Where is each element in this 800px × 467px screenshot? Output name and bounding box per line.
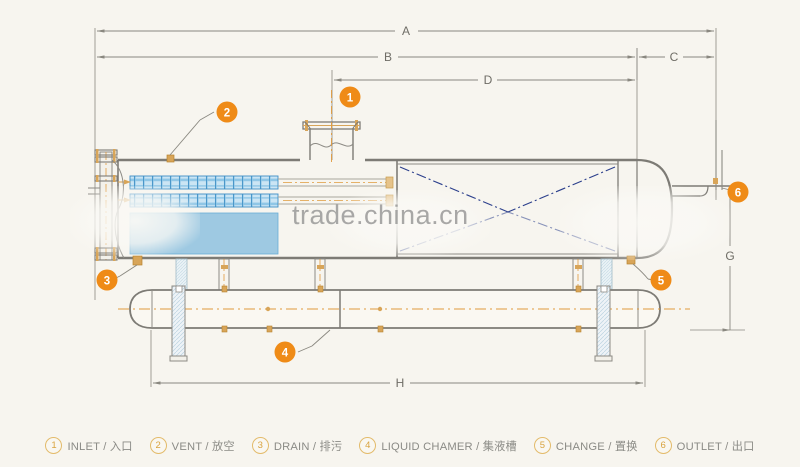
top-inlet-nozzle	[302, 90, 361, 162]
callout-4[interactable]: 4	[274, 341, 296, 363]
dimension-label-G: G	[725, 249, 734, 263]
dimension-label-D: D	[484, 73, 493, 87]
legend-label-2: VENT / 放空	[171, 440, 235, 453]
legend-number-4: 4	[359, 437, 377, 454]
legend-number-6: 6	[654, 437, 672, 454]
callout-2[interactable]: 2	[216, 101, 238, 123]
callout-5-number: 5	[658, 276, 665, 288]
dimension-H: H	[150, 330, 646, 390]
callout-2-number: 2	[224, 108, 230, 120]
legend-item-3[interactable]: 3 DRAIN / 排污	[251, 437, 343, 454]
callout-1-number: 1	[347, 93, 354, 105]
callout-3[interactable]: 3	[96, 269, 118, 291]
outlet-nozzle	[672, 120, 731, 197]
legend-item-2[interactable]: 2 VENT / 放空	[149, 437, 235, 454]
dimension-label-A: A	[402, 24, 410, 38]
callout-3-number: 3	[104, 276, 110, 288]
downcomer-pipes	[175, 258, 613, 292]
dimension-group-top: A B C D	[94, 24, 717, 300]
dimension-label-H: H	[396, 376, 405, 390]
vent-connection	[166, 111, 215, 163]
legend-item-4[interactable]: 4 LIQUID CHAMER / 集液槽	[359, 437, 517, 454]
dimension-label-B: B	[384, 50, 392, 64]
legend-label-1: INLET / 入口	[67, 440, 133, 453]
legend-label-4: LIQUID CHAMER / 集液槽	[381, 440, 517, 453]
support-legs	[169, 285, 613, 362]
dimension-label-C: C	[670, 50, 679, 64]
callout-6[interactable]: 6	[727, 181, 749, 203]
liquid-chamber-drum	[118, 285, 690, 353]
legend-label-5: CHANGE / 置换	[555, 440, 638, 453]
dimension-A: A	[96, 24, 715, 38]
dimension-C: C	[638, 50, 715, 64]
callout-4-number: 4	[282, 348, 289, 360]
legend-label-6: OUTLET / 出口	[676, 440, 755, 453]
legend-label-3: DRAIN / 排污	[273, 440, 343, 453]
dimension-D: D	[333, 73, 636, 87]
legend-item-6[interactable]: 6 OUTLET / 出口	[654, 437, 755, 454]
legend-item-5[interactable]: 5 CHANGE / 置换	[533, 437, 638, 454]
legend-bar: 1 INLET / 入口 2 VENT / 放空 3 DRAIN / 排污 4 …	[0, 424, 800, 467]
construction-lines	[399, 166, 616, 252]
legend-number-2: 2	[149, 437, 167, 454]
change-nozzle	[626, 255, 654, 281]
callout-1[interactable]: 1	[339, 86, 361, 108]
legend-number-5: 5	[533, 437, 551, 454]
legend-number-1: 1	[45, 437, 63, 454]
callout-6-number: 6	[735, 188, 741, 200]
legend-number-3: 3	[251, 437, 269, 454]
callout-bubbles: 1 2 3 4 5 6	[96, 86, 749, 363]
dimension-G: G	[690, 186, 745, 332]
callout-5[interactable]: 5	[650, 269, 672, 291]
legend-item-1[interactable]: 1 INLET / 入口	[45, 437, 132, 454]
dimension-B: B	[96, 50, 636, 64]
tube-bundle	[118, 175, 394, 255]
